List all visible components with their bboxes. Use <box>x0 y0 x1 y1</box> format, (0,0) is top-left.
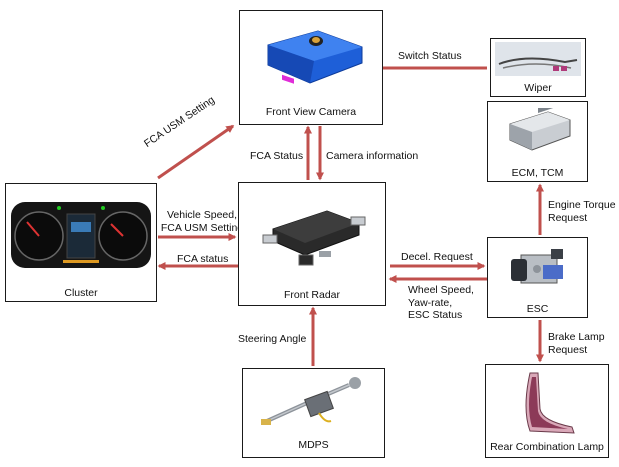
rear-lamp-image <box>525 372 575 434</box>
node-label-front-radar: Front Radar <box>283 289 341 301</box>
label-engine-torque-line2: Request <box>548 211 588 224</box>
label-engine-torque: Engine Torque Request <box>548 199 616 224</box>
node-label-esc: ESC <box>526 303 549 315</box>
label-wheel-speed-line1: Wheel Speed, <box>408 284 474 296</box>
label-camera-information: Camera information <box>326 150 419 162</box>
label-decel-request: Decel. Request <box>401 251 473 263</box>
node-wiper: Wiper <box>490 38 586 97</box>
label-switch-status: Switch Status <box>398 50 462 62</box>
node-front-radar: Front Radar <box>238 182 386 306</box>
label-wheel-speed-line3: ESC Status <box>408 309 463 321</box>
node-label-rear-combination-lamp: Rear Combination Lamp <box>490 441 604 453</box>
node-esc: ESC <box>487 237 588 318</box>
label-brake-lamp: Brake Lamp Request <box>548 331 605 356</box>
node-label-front-view-camera: Front View Camera <box>265 106 357 118</box>
label-fca-status-lower: FCA status <box>177 253 229 265</box>
node-ecm-tcm: ECM, TCM <box>487 101 588 182</box>
esc-image <box>511 249 563 284</box>
label-engine-torque-line1: Engine Torque <box>548 199 616 211</box>
wiper-image <box>495 42 581 76</box>
label-vehicle-speed-line2: FCA USM Setting <box>160 221 244 234</box>
label-vehicle-speed-line1: Vehicle Speed, <box>166 209 238 221</box>
node-label-cluster: Cluster <box>64 287 98 299</box>
cluster-image <box>11 202 151 268</box>
node-rear-combination-lamp: Rear Combination Lamp <box>485 364 609 458</box>
node-label-ecm-tcm: ECM, TCM <box>511 167 564 179</box>
node-label-mdps: MDPS <box>298 439 329 451</box>
node-label-wiper: Wiper <box>524 82 552 94</box>
label-wheel-speed-line2: Yaw-rate, <box>408 296 453 309</box>
label-vehicle-speed: Vehicle Speed, FCA USM Setting <box>160 209 244 234</box>
label-brake-lamp-line1: Brake Lamp <box>548 331 605 343</box>
label-brake-lamp-line2: Request <box>548 343 588 356</box>
node-cluster: Cluster <box>5 183 157 302</box>
label-steering-angle: Steering Angle <box>238 333 307 345</box>
mdps-image <box>261 377 361 425</box>
ecm-image <box>509 108 571 151</box>
label-fca-status: FCA Status <box>250 150 304 162</box>
node-front-view-camera: Front View Camera <box>239 10 383 125</box>
radar-image <box>262 210 366 266</box>
node-mdps: MDPS <box>242 368 385 458</box>
arrow-cluster-to-camera <box>157 124 235 180</box>
camera-image <box>267 30 363 84</box>
label-wheel-speed: Wheel Speed, Yaw-rate, ESC Status <box>408 284 474 322</box>
